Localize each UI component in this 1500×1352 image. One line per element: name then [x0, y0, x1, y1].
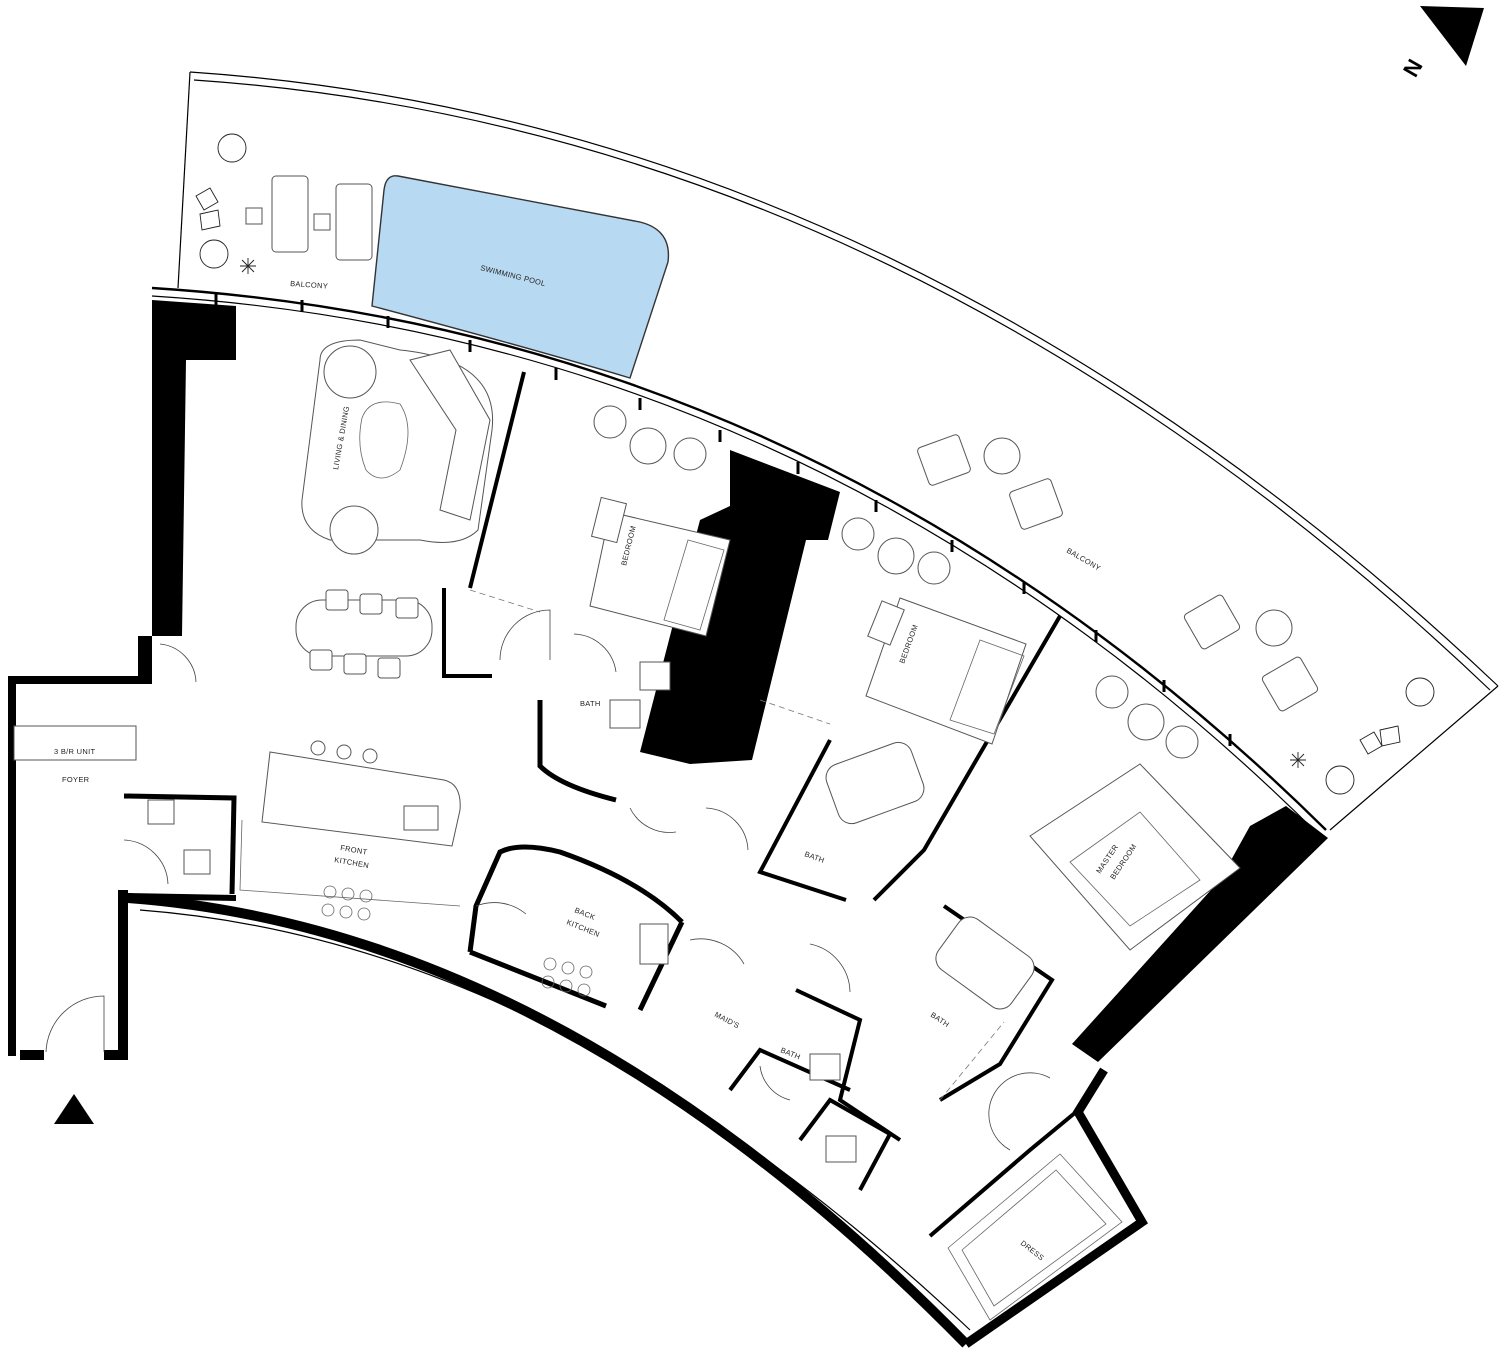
plants [195, 133, 1435, 795]
label-back-kitchen-line2: KITCHEN [565, 918, 601, 939]
label-dress: DRESS [1019, 1238, 1046, 1262]
furniture [13, 339, 1241, 1321]
label-front-kitchen-line1: FRONT [340, 843, 369, 857]
label-back-kitchen-line1: BACK [573, 906, 596, 922]
label-bath-2: BATH [803, 849, 825, 865]
label-front-kitchen-line2: KITCHEN [334, 855, 370, 870]
label-bath-1: BATH [580, 699, 601, 708]
doors [45, 589, 1051, 1151]
label-bath-3: BATH [929, 1010, 951, 1029]
label-maids: MAID'S [713, 1010, 741, 1031]
label-foyer: FOYER [62, 775, 90, 784]
north-arrow: N [1398, 6, 1484, 81]
north-arrow-icon [1420, 6, 1484, 66]
swimming-pool [371, 175, 670, 379]
north-label: N [1398, 55, 1428, 81]
label-unit-name: 3 B/R UNIT [54, 747, 95, 756]
balcony-outline [177, 71, 1499, 831]
entry-arrow-icon [54, 1094, 94, 1124]
pool-water [371, 175, 670, 379]
label-balcony-left: BALCONY [290, 279, 328, 291]
label-balcony-right: BALCONY [1065, 546, 1102, 573]
structural-walls [8, 300, 1328, 1348]
balcony-furniture [245, 175, 1319, 712]
facade-upper [151, 286, 1327, 837]
